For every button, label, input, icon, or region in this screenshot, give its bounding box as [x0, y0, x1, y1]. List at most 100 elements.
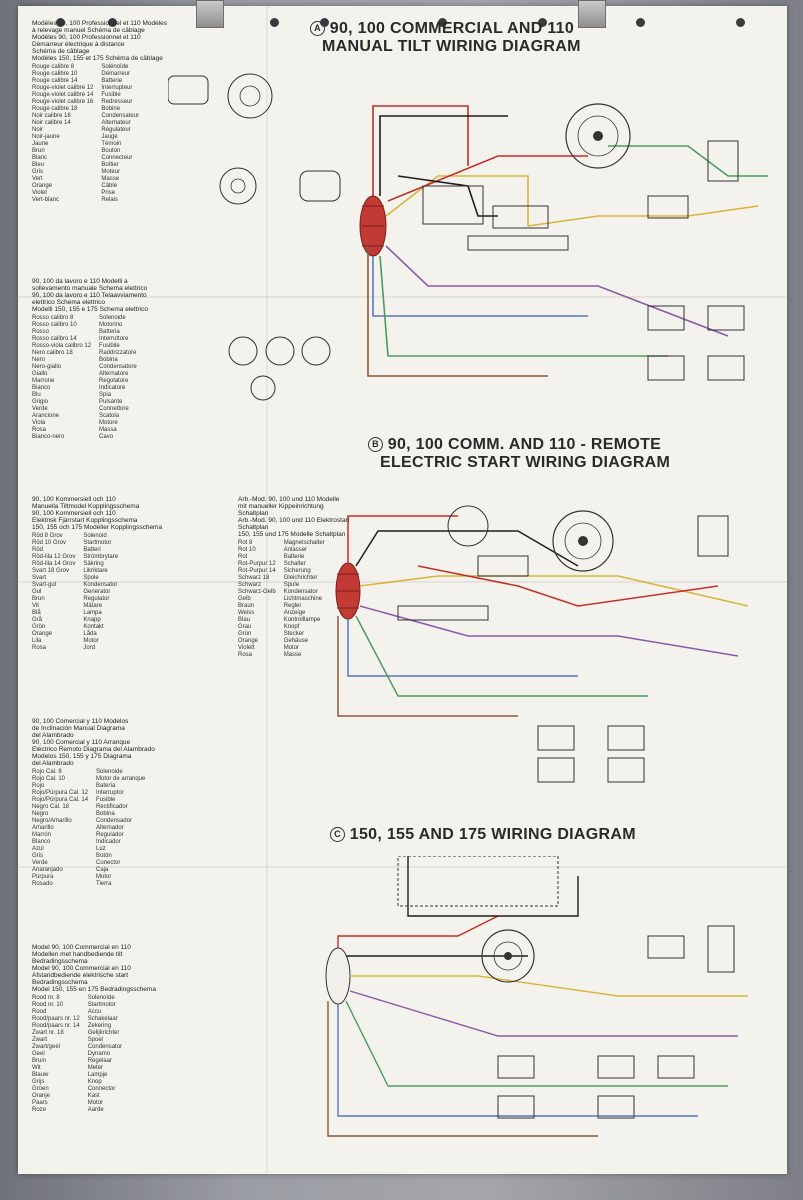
legend-entry: Amarillo [32, 825, 54, 831]
hanger-clip [196, 0, 224, 28]
legend-entry: Rosso calibro 14 [32, 336, 77, 342]
legend-entry: Noir calibre 14 [32, 120, 71, 126]
legend-entry: Rouge calibre 10 [32, 71, 78, 77]
legend-header: Modèles 90, 100 Professionnel et 110 Mod… [32, 20, 168, 62]
legend-entry: Grön [32, 624, 46, 630]
component-boxes [397, 856, 735, 1119]
legend-entry: Låda [83, 631, 97, 637]
legend-entry: Rot 8 [238, 540, 253, 546]
legend-entry: Rouge-violet calibre 16 [32, 99, 94, 105]
legend-header: 90, 100 Comercial y 110 Modelos de Incli… [32, 718, 155, 767]
legend-entry: Témoin [101, 141, 122, 147]
circle-letter: C [330, 827, 345, 842]
key-switch-icon [219, 167, 341, 205]
legend-entry: Solénoïde [101, 64, 129, 70]
flywheel-icon [552, 510, 614, 572]
legend-entry: Grå [32, 617, 43, 623]
legend-entry: Röd 8 Grov [32, 533, 63, 539]
legend-entry: Motor de arranque [96, 776, 146, 782]
legend-entry: Lichtmaschine [283, 596, 323, 602]
legend-entry: Solenoïde [87, 995, 115, 1001]
legend-entry: Bianco [32, 385, 51, 391]
legend-entry: Rosso-viola calibro 12 [32, 343, 92, 349]
legend-entry: Orange [32, 183, 53, 189]
legend-entry: Luz [96, 846, 106, 852]
fold-line [18, 581, 787, 583]
legend-entry: Massa [99, 427, 117, 433]
punch-hole [56, 18, 65, 27]
legend-entry: Connettore [99, 406, 129, 412]
legend-entry: Regulator [83, 596, 110, 602]
legend-entry: Púrpura [32, 874, 54, 880]
fold-line [18, 866, 787, 868]
connector-plug-icon [168, 73, 273, 119]
legend-entry: Rouge-violet calibre 14 [32, 92, 94, 98]
wiring-diagram-b [335, 505, 749, 783]
legend-entry: Rosso calibro 8 [32, 315, 74, 321]
wiring-harness [335, 562, 361, 620]
legend-entry: Rojo Cal. 8 [32, 769, 62, 775]
legend-entry: Mätare [83, 603, 103, 609]
legend-entry: Masse [101, 176, 120, 182]
legend-entry: Câble [101, 183, 118, 189]
legend-entry: Rot 10 [238, 547, 256, 553]
flywheel-icon [565, 103, 631, 169]
legend-entry: Magnetschalter [283, 540, 325, 546]
legend-entry: Jauge [101, 134, 118, 140]
hanger-clip [578, 0, 606, 28]
legend-entry: Noir calibre 18 [32, 113, 71, 119]
legend-entry: Röd 10 Grov [32, 540, 67, 546]
legend-entry: Alternateur [101, 120, 131, 126]
legend-entry: Bobina [99, 357, 118, 363]
punch-hole [736, 18, 745, 27]
legend-entry: Knopf [283, 624, 300, 630]
wiring-diagram-a [168, 73, 768, 401]
punch-hole [636, 18, 645, 27]
legend-entry: Alternatore [99, 371, 129, 377]
legend-entry: Batteri [83, 547, 101, 553]
legend-entry: Rojo/Púrpura Cal. 14 [32, 797, 89, 803]
legend-entry: Bianco-nero [32, 434, 65, 440]
legend-entry: Geel [32, 1051, 45, 1057]
legend-entry: Connector [87, 1086, 116, 1092]
legend-header: 90, 100 da lavoro e 110 Modelli a sollev… [32, 278, 148, 313]
legend-entry: Nero calibro 18 [32, 350, 73, 356]
legend-entry: Interrupteur [101, 85, 133, 91]
legend-entry: Batería [96, 783, 116, 789]
legend-entry: Anlasser [283, 547, 308, 553]
legend-entry: Blanc [32, 155, 48, 161]
legend-entry: Regulador [96, 832, 124, 838]
legend-entry: Nero-giallo [32, 364, 62, 370]
legend-entry: Roze [32, 1107, 47, 1113]
legend-entry: Gul [32, 589, 42, 595]
legend-entry: Interruptor [96, 790, 124, 796]
legend-entry: Batterie [283, 554, 305, 560]
legend-entry: Vit [32, 603, 39, 609]
component-boxes [422, 140, 745, 381]
legend-entry: Moteur [101, 169, 121, 175]
legend-entry: Zwart [32, 1037, 47, 1043]
legend-entry: Anaranjado [32, 867, 63, 873]
legend-entry: Regolatore [99, 378, 129, 384]
legend-entry: Blau [238, 617, 251, 623]
diagram-c-title: C 150, 155 AND 175 WIRING DIAGRAM [330, 826, 636, 844]
legend-entry: Rouge calibre 8 [32, 64, 75, 70]
fold-line [266, 6, 268, 1174]
legend-entry: Svart-gul [32, 582, 57, 588]
diagram-a-subtitle: MANUAL TILT WIRING DIAGRAM [322, 38, 581, 55]
legend-entry: Blauw [32, 1072, 49, 1078]
diagram-b-title: B 90, 100 COMM. AND 110 - REMOTE [368, 436, 661, 454]
circle-letter: B [368, 437, 383, 452]
legend-entry: Nero [32, 357, 46, 363]
wiring-diagram-c [325, 856, 748, 1137]
legend-entry: Gelijkrichter [87, 1030, 120, 1036]
legend-entry: Verde [32, 406, 48, 412]
legend-entry: Raddrizzatore [99, 350, 137, 356]
legend-entry: Jord [83, 645, 96, 651]
legend-entry: Anzeige [283, 610, 306, 616]
